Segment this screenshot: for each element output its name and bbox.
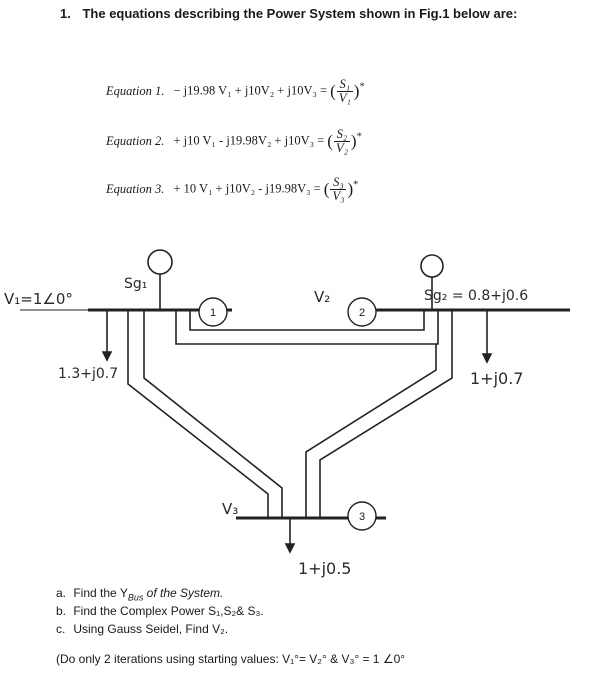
problem-title: The equations describing the Power Syste… — [82, 6, 518, 21]
load-1-arrow — [101, 351, 113, 362]
line-1-3-outer — [127, 310, 269, 518]
load-3-annotation: 1+j0.5 — [298, 559, 351, 578]
load-2-annotation: 1+j0.7 — [470, 369, 523, 388]
equation-2: Equation 2. + j10 V₁ - j19.98V₂ + j10V₃ … — [106, 127, 362, 156]
line-1-2-inner — [189, 310, 425, 331]
generator-2-symbol — [420, 254, 444, 278]
equation-1: Equation 1. − j19.98 V₁ + j10V₂ + j10V₃ … — [106, 77, 365, 106]
equation-lhs: + 10 V₁ + j10V₂ - j19.98V₃ = — [173, 181, 321, 196]
equation-label: Equation 2. — [106, 133, 165, 148]
bus-3-marker — [347, 501, 377, 531]
question-text-suffix: of the System. — [143, 586, 224, 600]
iteration-note: (Do only 2 iterations using starting val… — [56, 652, 406, 666]
bus-1-number: 1 — [210, 307, 216, 319]
sg1-annotation: Sg₁ — [124, 276, 147, 292]
problem-heading: 1. The equations describing the Power Sy… — [60, 6, 517, 21]
load-1-annotation: 1.3+j0.7 — [58, 366, 118, 382]
equation-label: Equation 3. — [106, 181, 165, 196]
bus-2-marker — [347, 297, 377, 327]
ybus-subscript: Bus — [127, 592, 144, 603]
load-2-arrow — [481, 353, 493, 364]
question-a: a. Find the YBus of the System. — [56, 586, 223, 602]
line-1-3-inner — [143, 310, 283, 518]
equation-lhs: + j10 V₁ - j19.98V₂ + j10V₃ = — [173, 133, 325, 148]
question-marker: a. — [56, 586, 67, 600]
line-2-3-inner — [305, 344, 437, 518]
question-text: Find the Y — [73, 586, 128, 600]
generator-1-symbol — [147, 249, 173, 275]
v3-annotation: V₃ — [222, 500, 238, 518]
bus-3-number: 3 — [359, 511, 365, 523]
question-text: Find the Complex Power S₁,S₂& S₃. — [73, 604, 264, 618]
equation-lhs: − j19.98 V₁ + j10V₂ + j10V₃ = — [173, 83, 328, 98]
problem-number: 1. — [60, 6, 71, 21]
question-marker: b. — [56, 604, 67, 618]
v2-annotation: V₂ — [314, 288, 330, 306]
question-b: b. Find the Complex Power S₁,S₂& S₃. — [56, 604, 264, 618]
sg2-annotation: Sg₂ = 0.8+j0.6 — [424, 288, 528, 304]
question-marker: c. — [56, 622, 66, 636]
question-text: Using Gauss Seidel, Find V₂. — [73, 622, 229, 636]
equation-label: Equation 1. — [106, 83, 165, 98]
question-c: c. Using Gauss Seidel, Find V₂. — [56, 622, 228, 636]
equation-3: Equation 3. + 10 V₁ + j10V₂ - j19.98V₃ =… — [106, 175, 359, 204]
line-1-2 — [175, 310, 439, 345]
bus-2-number: 2 — [359, 307, 365, 319]
line-2-3-outer — [319, 310, 453, 518]
bus-1-marker — [198, 297, 228, 327]
load-3-arrow — [284, 543, 296, 554]
v1-annotation: V₁=1∠0° — [4, 290, 73, 308]
